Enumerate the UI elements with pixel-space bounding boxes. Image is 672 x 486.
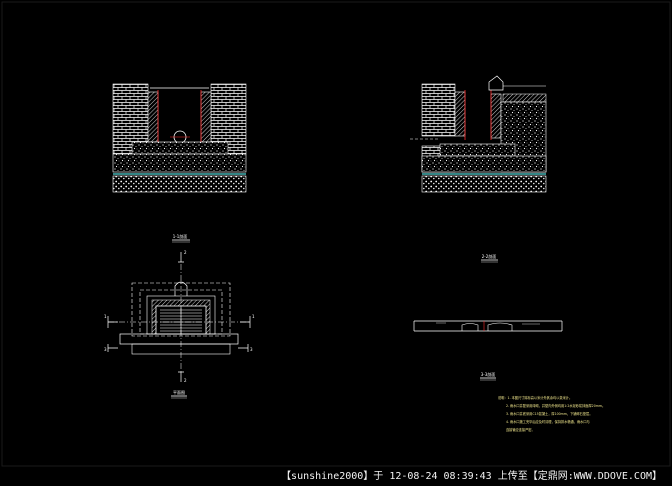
concrete-slab bbox=[112, 153, 247, 173]
section-3-3-label: 3-3剖面 bbox=[481, 371, 496, 377]
note-line-5: 连接管应连接严密。 bbox=[506, 427, 535, 432]
drawing-border bbox=[1, 1, 671, 467]
brick-wall-left-2 bbox=[421, 83, 456, 137]
plan-label: 平面图 bbox=[173, 389, 185, 395]
mark-3-right: 3 bbox=[250, 347, 253, 352]
watermark-footer: 【sunshine2000】于 12-08-24 08:39:43 上传至【定鼎… bbox=[0, 468, 672, 486]
note-line-3: 3. 雨水口井底采用C15混凝土，厚100mm，下铺碎石垫层。 bbox=[506, 411, 592, 416]
section-3-3-title: 3-3剖面 bbox=[480, 371, 496, 381]
plan-title: 平面图 bbox=[171, 389, 187, 399]
mark-1-right: 1 bbox=[252, 314, 255, 319]
section-3-3-drawing bbox=[413, 320, 563, 332]
mark-2-bottom: 2 bbox=[184, 378, 187, 383]
gravel-layer bbox=[112, 175, 247, 193]
section-1-1-label: 1-1剖面 bbox=[173, 233, 188, 239]
note-line-1: 说明：1. 本图尺寸除标高以米计外其余均以毫米计。 bbox=[498, 395, 572, 400]
section-2-2-drawing bbox=[410, 75, 547, 193]
lining-left bbox=[147, 91, 159, 143]
section-1-1-title: 1-1剖面 bbox=[172, 233, 190, 243]
section-1-1-drawing bbox=[112, 83, 247, 193]
section-2-2-label: 2-2剖面 bbox=[482, 253, 497, 259]
note-line-4: 4. 雨水口施工完毕后应及时清理，保持排水畅通，雨水口与 bbox=[506, 419, 590, 424]
design-notes: 说明：1. 本图尺寸除标高以米计外其余均以毫米计。 2. 雨水口井壁采用砖砌，井… bbox=[498, 395, 605, 432]
mark-3-left: 3 bbox=[104, 347, 107, 352]
plan-drawing: 2 2 1 1 3 3 bbox=[104, 250, 255, 383]
mark-1-left: 1 bbox=[104, 314, 107, 319]
lining-right bbox=[200, 91, 212, 143]
section-2-2-title: 2-2剖面 bbox=[481, 253, 498, 263]
watermark-text: 【sunshine2000】于 12-08-24 08:39:43 上传至【定鼎… bbox=[281, 471, 662, 482]
concrete-base bbox=[131, 141, 229, 155]
note-line-2: 2. 雨水口井壁采用砖砌，井壁内外侧均用1:2水泥砂浆抹面厚20mm。 bbox=[506, 403, 605, 408]
mark-2-top: 2 bbox=[184, 250, 187, 255]
